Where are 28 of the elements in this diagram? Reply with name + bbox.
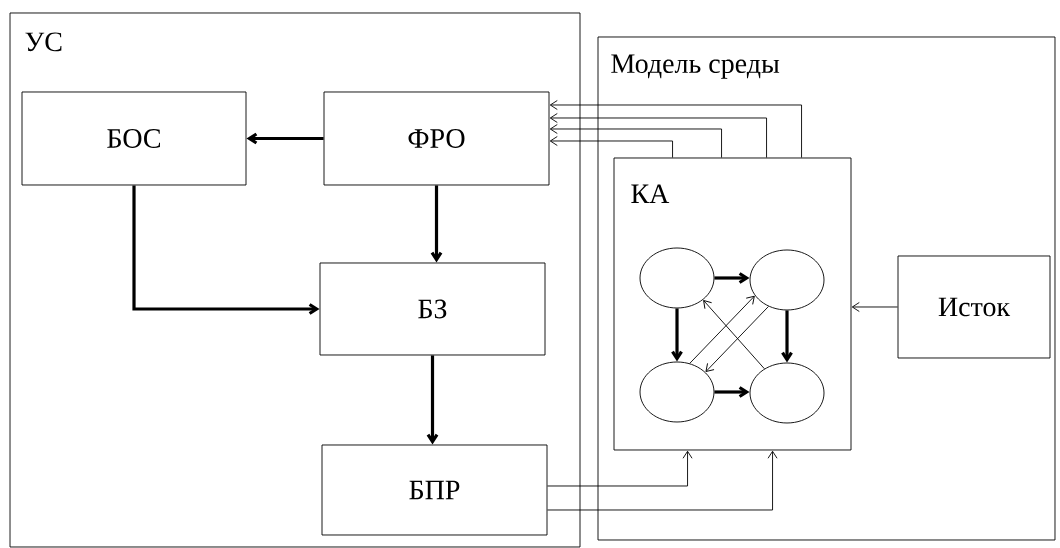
arrow [549, 124, 722, 158]
arrow [714, 272, 750, 284]
arrow [714, 386, 750, 398]
arrow [851, 302, 898, 312]
arrow [705, 306, 769, 372]
block-box: БПР [321, 444, 548, 536]
state-circle [749, 249, 825, 311]
state-circle [749, 362, 825, 424]
arrow [689, 295, 755, 364]
arrow [547, 450, 778, 511]
arrow [549, 100, 802, 158]
arrow [703, 300, 765, 370]
block-box: ФРО [323, 91, 550, 186]
arrow [430, 185, 443, 263]
block-box: БЗ [319, 262, 546, 356]
arrow [547, 450, 693, 487]
block-box: БОС [21, 91, 247, 186]
state-circle [639, 247, 715, 309]
arrow [671, 308, 683, 362]
group-box: КА [613, 157, 852, 451]
arrow [549, 136, 673, 158]
arrow [246, 132, 324, 145]
arrow [549, 113, 767, 158]
arrow [781, 310, 793, 363]
arrow [426, 355, 439, 445]
arrow [132, 185, 320, 315]
state-circle [639, 361, 715, 423]
block-box: Исток [897, 255, 1051, 359]
